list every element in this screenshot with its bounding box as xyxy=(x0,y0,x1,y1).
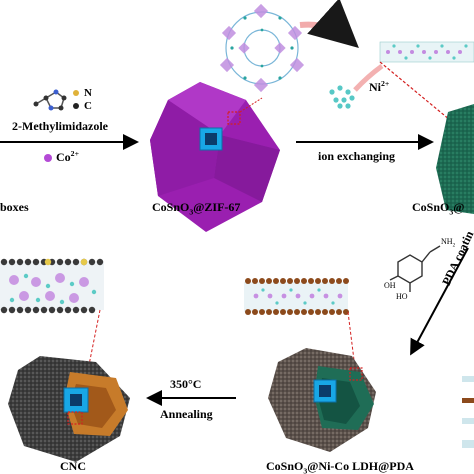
co-ion-dot xyxy=(44,154,52,162)
zoom-link-middle xyxy=(347,311,357,377)
c-legend-dot xyxy=(73,103,79,109)
label-co-ion: Co2+ xyxy=(56,149,80,164)
zoom-link-top xyxy=(379,61,451,121)
label-ni-ion: Ni2+ xyxy=(369,79,390,94)
legend-strip xyxy=(462,376,474,448)
label-temperature: 350°C xyxy=(170,377,202,391)
label-dopamine-ho: HO xyxy=(396,292,408,301)
label-cnc: CNC xyxy=(60,459,86,473)
label-dopamine-nh2: NH2 xyxy=(441,237,456,249)
zif67-polyhedron xyxy=(150,82,280,232)
dopamine-molecule xyxy=(389,245,441,292)
ldh-polyhedron xyxy=(436,104,474,214)
ldh-pda-polyhedron xyxy=(268,348,376,452)
label-ion-exchanging: ion exchanging xyxy=(318,149,396,163)
carbon-ldh-slab xyxy=(0,258,104,314)
label-methylimidazole: 2-Methylimidazole xyxy=(12,119,108,133)
label-annealing: Annealing xyxy=(160,407,213,421)
label-n: N xyxy=(84,87,92,99)
zif-framework-illustration xyxy=(219,0,359,93)
label-cosno3-top-right: CoSnO3@ xyxy=(412,200,465,217)
ni-ion-cluster xyxy=(329,85,355,109)
pda-ldh-slab xyxy=(244,278,349,315)
arrow-pda-coating xyxy=(410,247,469,356)
label-c: C xyxy=(84,100,92,112)
imidazole-molecule xyxy=(33,89,67,111)
ni-arrow xyxy=(353,63,384,92)
ldh-layer-slab xyxy=(379,41,474,63)
cnc-polyhedron xyxy=(8,356,130,462)
label-dopamine-oh: OH xyxy=(384,281,396,290)
label-cosno3-zif67: CoSnO3@ZIF-67 xyxy=(152,200,241,217)
n-legend-dot xyxy=(73,90,79,96)
label-cosno3-ldh-pda: CoSnO3@Ni-Co LDH@PDA xyxy=(266,459,414,474)
label-boxes: boxes xyxy=(0,200,29,214)
